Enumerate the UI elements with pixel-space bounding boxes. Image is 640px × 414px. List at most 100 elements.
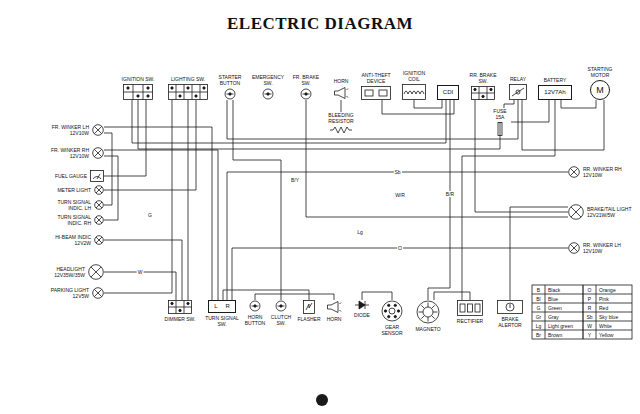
component-label: PARKING LIGHT 12V5W — [39, 287, 89, 299]
component-label: RECTIFIER — [457, 318, 483, 324]
legend-color-name: Brown — [547, 332, 563, 338]
wire — [428, 100, 450, 300]
wire — [522, 100, 604, 150]
component-label: IGNITION COIL — [400, 70, 428, 82]
wire — [382, 100, 454, 114]
fuel-gauge-drawing — [90, 170, 104, 182]
legend-color-name: Yellow — [598, 332, 614, 338]
winker-lamp: RR. WINKER LH 12V10W — [568, 242, 633, 254]
component-label: CLUTCH SW. — [268, 314, 294, 326]
wire-code: W/R — [394, 192, 406, 198]
legend-code: O — [587, 287, 593, 293]
flasher-symbol — [303, 300, 315, 314]
clutch-switch: CLUTCH SW. — [268, 300, 294, 326]
resistor-symbol — [330, 126, 352, 134]
winker-lamp-drawing — [568, 166, 580, 178]
wire — [306, 100, 568, 217]
component-label: RR. BRAKE SW. — [467, 72, 499, 84]
component-label: HORN BUTTON — [242, 314, 268, 326]
wire — [510, 207, 568, 300]
component-label: TURN SIGNAL INDIC. LH — [45, 199, 91, 211]
magneto-drawing — [416, 300, 440, 324]
wire — [561, 100, 596, 108]
ignition-coil: IGNITION COIL — [400, 70, 428, 100]
starter-button: STARTER BUTTON — [216, 74, 244, 100]
fuse-drawing — [495, 122, 505, 136]
brake-alertor: BRAKE ALERTOR — [495, 300, 525, 328]
table-rule — [532, 330, 632, 331]
winker-lamp-drawing — [92, 124, 104, 136]
inner-label: R — [226, 303, 230, 310]
fuse: FUSE 15A — [489, 108, 511, 136]
wire — [104, 100, 172, 293]
wire-code: B/Y — [290, 177, 300, 183]
indicator-lamp-symbol — [94, 215, 104, 225]
ignition-switch-drawing — [123, 84, 153, 100]
legend-code: G — [536, 305, 542, 311]
wire — [414, 100, 442, 108]
component-label: FR. WINKER LH 12V10W — [33, 124, 89, 136]
component-label: FUEL GAUGE — [55, 173, 87, 179]
legend-code: R — [587, 305, 593, 311]
winker-lamp-drawing — [568, 242, 580, 254]
parking-lamp-symbol — [92, 287, 104, 299]
meter-lamp-drawing — [94, 185, 104, 195]
meter-lamp-symbol — [94, 185, 104, 195]
component-label: FR. WINKER RH 12V10W — [33, 147, 89, 159]
emergency-switch-symbol — [262, 88, 274, 100]
emergency-switch: EMERGENCY SW. — [250, 74, 286, 100]
component-label: ANTI-THEFT DEVICE — [359, 72, 393, 84]
wire — [511, 100, 549, 122]
legend-color-name: Red — [598, 305, 609, 311]
wire — [223, 290, 309, 300]
diagram-title: ELECTRIC DIAGRAM — [0, 14, 640, 34]
legend-code: Gr — [535, 314, 543, 320]
legend-code: Br — [535, 332, 542, 338]
flasher-drawing — [303, 300, 315, 314]
horn-button-symbol — [249, 300, 261, 312]
ignition-switch: IGNITION SW. — [122, 76, 155, 100]
component-label: BATTERY — [544, 77, 567, 83]
dimmer-switch-drawing — [168, 300, 192, 314]
brake-switch-drawing — [471, 86, 495, 100]
wire — [232, 248, 568, 300]
legend-color-name: Pink — [598, 296, 610, 302]
indicator-lamp-symbol — [94, 235, 104, 245]
anti-theft-device-symbol — [361, 86, 391, 100]
horn: HORN — [326, 300, 342, 322]
rectifier-drawing — [457, 300, 483, 316]
inner-label: CDI — [443, 89, 453, 96]
indicator-lamp-drawing — [94, 200, 104, 210]
legend-code: P — [587, 296, 592, 302]
headlight-symbol — [88, 264, 104, 280]
brake-alertor-symbol — [497, 300, 523, 314]
brake-alertor-drawing — [497, 300, 523, 314]
inner-label: M — [596, 86, 604, 95]
component-label: BRAKE/TAIL LIGHT 12V21W/5W — [587, 206, 637, 218]
battery-symbol: 12V7Ah — [538, 85, 571, 100]
diode: DIODE — [354, 300, 370, 318]
winker-lamp-drawing — [92, 147, 104, 159]
component-label: RR. WINKER LH 12V10W — [583, 242, 633, 254]
gear-sensor: GEAR SENSOR — [377, 300, 407, 336]
brake-switch-drawing — [300, 88, 312, 100]
component-label: EMERGENCY SW. — [250, 74, 286, 86]
fuel-gauge-symbol — [90, 170, 104, 182]
wire-code: Sb — [393, 169, 401, 175]
wire — [434, 292, 470, 300]
indicator-lamp-drawing — [94, 215, 104, 225]
component-label: RR. WINKER RH 12V10W — [583, 166, 633, 178]
wire — [104, 272, 176, 300]
lighting-switch: LIGHTING SW. — [168, 76, 208, 100]
meter-lamp: METER LIGHT — [57, 185, 104, 195]
brake-switch: RR. BRAKE SW. — [467, 72, 499, 100]
horn-drawing — [326, 300, 342, 314]
lighting-switch-symbol — [168, 84, 208, 100]
indicator-lamp-symbol — [94, 200, 104, 210]
clutch-switch-symbol — [275, 300, 287, 312]
lighting-switch-drawing — [168, 84, 208, 100]
legend-color-name: Orange — [598, 287, 617, 293]
component-label: FLASHER — [297, 316, 320, 322]
component-label: IGNITION SW. — [122, 76, 155, 82]
color-table-grid — [532, 285, 632, 339]
